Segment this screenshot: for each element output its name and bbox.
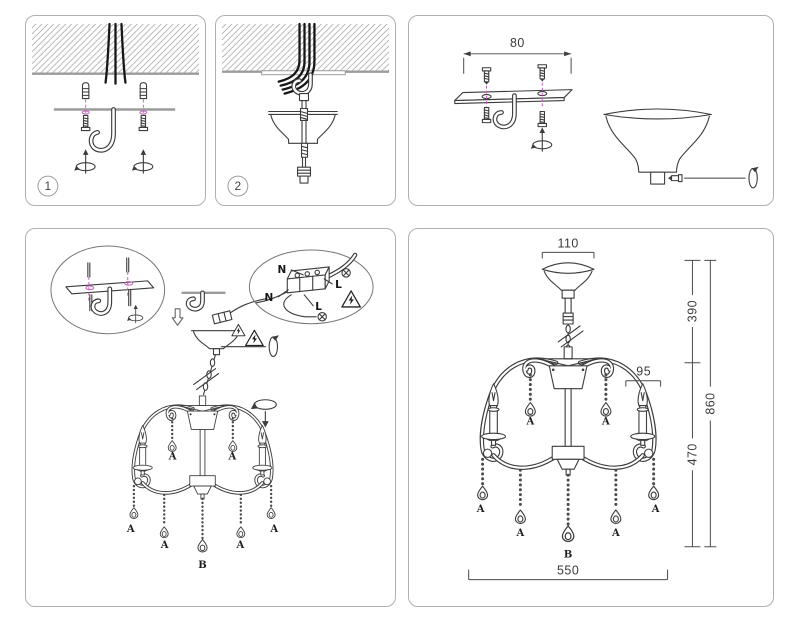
assembly-drawing: N L N L A A — [50, 245, 374, 571]
body-height-label: 470 — [685, 443, 699, 465]
plate-hole — [139, 110, 148, 115]
ceiling-hook-icon — [90, 286, 113, 316]
live-wire-label: L — [315, 301, 322, 313]
panel-dimensions: 110 95 — [408, 228, 774, 607]
crystal-b-label: B — [564, 550, 572, 561]
dimension-drawing: 110 95 — [468, 236, 717, 581]
crystal-a-label: A — [601, 416, 610, 427]
live-wire-label: L — [335, 279, 342, 291]
break-mark — [192, 368, 220, 391]
rotate-arrow-icon — [131, 148, 154, 174]
chandelier-rotation — [250, 399, 277, 428]
mains-wires — [104, 22, 127, 85]
step2-number: 2 — [235, 179, 242, 193]
crystal-a-label: A — [228, 451, 237, 462]
crystal-b-label: B — [198, 560, 206, 571]
dimension-110: 110 — [541, 236, 595, 259]
body-width-label: 550 — [557, 564, 579, 578]
set-screw-icon — [668, 174, 683, 183]
screw-icon — [537, 64, 547, 83]
crystal-a-label: A — [611, 528, 620, 539]
canopy-diameter-label: 110 — [557, 236, 578, 250]
total-height-label: 860 — [703, 392, 717, 414]
chandelier-body — [130, 396, 275, 552]
screw-icon — [138, 114, 149, 132]
bracket-detail-drawing: 80 — [454, 36, 760, 189]
crystal-a-label: A — [525, 416, 534, 427]
down-arrow-icon — [171, 308, 184, 326]
crystal-a-label: A — [476, 504, 485, 515]
rotate-arrow-icon — [73, 148, 96, 174]
rotate-arrow-icon — [126, 304, 144, 324]
panel-bracket-and-canopy-detail: 80 — [408, 15, 774, 206]
candle-width-label: 95 — [636, 365, 651, 379]
neutral-wire-label: N — [278, 264, 287, 276]
step-badge — [227, 175, 249, 197]
dimension-80: 80 — [463, 36, 572, 74]
panel-wiring-and-assembly: N L N L A A — [25, 228, 396, 607]
ground-screw-icon — [317, 312, 327, 322]
wall-anchor-icon — [139, 82, 148, 100]
break-mark — [557, 325, 584, 348]
ceiling-hook-icon — [185, 290, 205, 312]
crystal-a-label: A — [160, 540, 169, 551]
panel-step2-hang-canopy: 2 — [215, 15, 396, 206]
panel-step1-ceiling-anchors: 1 — [25, 15, 206, 206]
rotate-arrow-icon — [268, 334, 280, 358]
canopy — [541, 262, 595, 299]
dimension-860: 860 — [703, 259, 717, 548]
leader-to-callout — [229, 298, 266, 314]
screw-icon — [80, 114, 91, 132]
wall-anchor-icon — [81, 82, 90, 100]
screw-icon — [481, 67, 492, 86]
dimension-95: 95 — [625, 365, 662, 387]
neutral-wire-label: N — [265, 292, 274, 304]
callout-plate-detail — [50, 245, 166, 335]
dimension-390-470: 390 470 — [684, 259, 701, 548]
screw-icon — [537, 110, 547, 128]
terminal-block-small — [211, 310, 233, 325]
ceiling-hook-icon — [492, 93, 517, 130]
crystal-a-label: A — [236, 540, 245, 551]
plate-width-label: 80 — [510, 36, 525, 50]
canopy-assembly — [268, 93, 338, 184]
electric-warning-icon — [341, 290, 361, 308]
canopy-with-terminal — [191, 298, 266, 356]
rotate-arrow-icon — [530, 126, 553, 152]
crystal-a-label: A — [651, 504, 660, 515]
ground-screw-icon — [341, 268, 351, 278]
electric-warning-icon — [245, 329, 264, 347]
ceiling-hook-icon — [291, 72, 313, 96]
suspension-chain — [192, 354, 220, 396]
screw-icon — [481, 106, 492, 124]
crystal-a-label: A — [168, 451, 177, 462]
dimension-550: 550 — [468, 564, 669, 581]
step2-drawing: 2 — [221, 22, 390, 197]
crystal-a-label: A — [516, 528, 525, 539]
step1-drawing: 1 — [31, 22, 200, 197]
ceiling-hook-icon — [88, 107, 116, 153]
crystal-a-label: A — [269, 524, 278, 535]
canopy-cup — [603, 108, 712, 185]
terminal-block-icon — [286, 266, 330, 294]
crystal-a-label: A — [126, 524, 135, 535]
rotate-arrow-icon — [748, 166, 760, 189]
electric-warning-icon — [231, 323, 246, 337]
step1-number: 1 — [45, 179, 52, 193]
step-badge — [37, 175, 59, 197]
suspension-length-label: 390 — [685, 300, 699, 322]
callout-wiring-detail: N L N L — [248, 249, 374, 325]
plate-hole — [81, 110, 90, 115]
chandelier-body — [478, 347, 659, 542]
